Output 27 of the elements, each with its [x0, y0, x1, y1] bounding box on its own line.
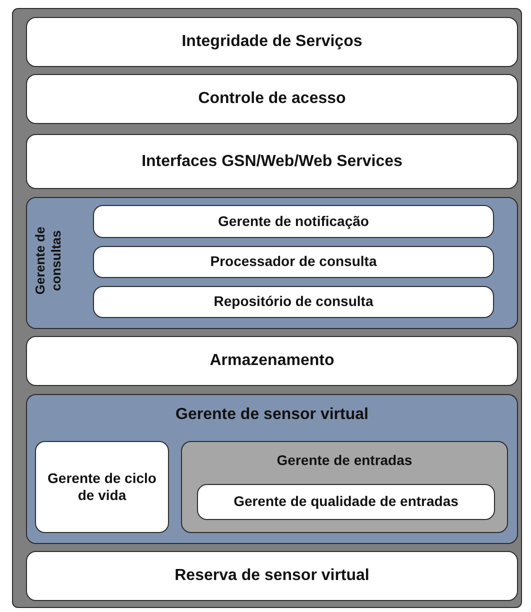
component-label: Gerente de ciclo de vida [46, 470, 158, 504]
component-label: Gerente de notificação [217, 212, 370, 230]
component-label: Gerente de qualidade de entradas [232, 493, 460, 511]
component-label: Reserva de sensor virtual [174, 566, 370, 586]
component-box [197, 484, 495, 520]
component-box [26, 134, 518, 189]
group-panel [26, 197, 518, 329]
component-box [26, 17, 518, 67]
container-box [12, 8, 522, 608]
component-label: Repositório de consulta [212, 293, 374, 311]
component-box [35, 441, 169, 533]
component-label: Controle de acesso [197, 89, 347, 109]
group-title: Gerente de consultas [32, 226, 64, 297]
group-panel [181, 441, 508, 533]
component-box [26, 336, 518, 386]
component-box [93, 205, 494, 238]
group-title: Gerente de sensor virtual [174, 405, 370, 425]
group-panel [26, 394, 518, 544]
component-label: Armazenamento [208, 351, 336, 371]
component-box [93, 286, 494, 318]
group-title: Gerente de entradas [276, 452, 414, 470]
component-box [26, 551, 518, 601]
component-label: Integridade de Serviços [180, 32, 364, 52]
component-label: Processador de consulta [209, 253, 378, 271]
component-box [93, 246, 494, 278]
component-box [26, 74, 518, 124]
component-label: Interfaces GSN/Web/Web Services [140, 152, 404, 172]
